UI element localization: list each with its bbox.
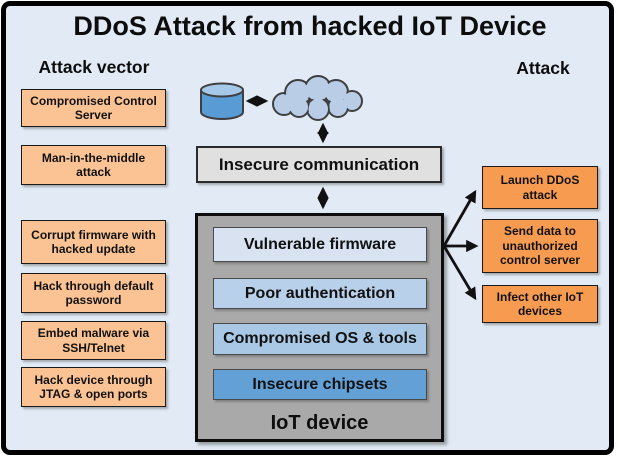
vulnerability-label: Compromised OS & tools	[223, 330, 417, 347]
vulnerability-label: Vulnerable firmware	[243, 235, 397, 253]
attack-vector-box-compromised-control-server: Compromised Control Server	[21, 89, 166, 127]
attack-vector-label: Compromised Control Server	[30, 93, 157, 122]
attack-vector-label: Man-in-the-middle attack	[41, 150, 146, 179]
attack-label: Infect other IoT devices	[496, 289, 584, 318]
attack-vector-box-default-password: Hack through default password	[21, 273, 166, 313]
attack-box-infect-devices: Infect other IoT devices	[482, 285, 598, 323]
attack-box-launch-ddos: Launch DDoS attack	[482, 166, 598, 209]
vulnerability-label: Insecure chipsets	[252, 375, 388, 393]
vulnerability-box-chipsets: Insecure chipsets	[213, 369, 427, 400]
vulnerability-label: Poor authentication	[244, 284, 396, 302]
page-title: DDoS Attack from hacked IoT Device	[73, 11, 547, 41]
vulnerability-box-authentication: Poor authentication	[213, 278, 427, 309]
insecure-communication-label: Insecure communication	[218, 154, 420, 174]
attack-vector-label: Corrupt firmware with hacked update	[31, 227, 156, 256]
iot-device-label: IoT device	[270, 412, 369, 434]
insecure-communication-box: Insecure communication	[196, 146, 442, 183]
attack-label: Launch DDoS attack	[500, 173, 580, 202]
attack-label: Send data to unauthorized control server	[499, 224, 581, 268]
attack-vector-column-header: Attack vector	[38, 57, 150, 77]
attack-vector-box-man-in-the-middle: Man-in-the-middle attack	[21, 145, 166, 185]
vulnerability-box-firmware: Vulnerable firmware	[213, 227, 427, 262]
attack-vector-box-jtag-open-ports: Hack device through JTAG & open ports	[21, 367, 166, 407]
attack-vector-label: Hack through default password	[33, 278, 154, 307]
vulnerability-box-os-tools: Compromised OS & tools	[213, 323, 427, 355]
attack-vector-label: Embed malware via SSH/Telnet	[37, 326, 150, 355]
attack-column-header: Attack	[516, 58, 570, 78]
attack-box-send-data: Send data to unauthorized control server	[482, 219, 598, 273]
attack-vector-label: Hack device through JTAG & open ports	[34, 372, 153, 401]
attack-vector-box-embed-malware: Embed malware via SSH/Telnet	[21, 321, 166, 360]
attack-vector-box-corrupt-firmware: Corrupt firmware with hacked update	[21, 220, 166, 264]
